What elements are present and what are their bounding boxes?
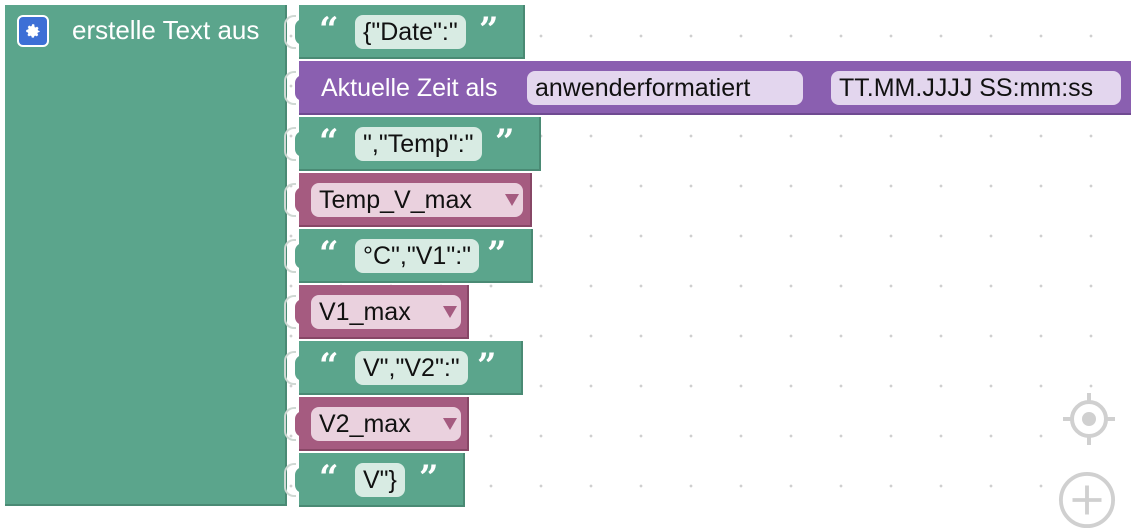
quote-open-icon: “: [319, 234, 339, 274]
dropdown-arrow-icon: [443, 306, 457, 318]
format-field[interactable]: TT.MM.JJJJ SS:mm:ss: [831, 71, 1121, 105]
zoom-in-icon[interactable]: [1058, 471, 1116, 529]
quote-close-icon: ”: [495, 122, 515, 162]
dropdown-arrow-icon: [505, 194, 519, 206]
text-field[interactable]: °C","V1":": [355, 239, 480, 273]
quote-open-icon: “: [319, 10, 339, 50]
text-block[interactable]: “ ","Temp":" ”: [295, 117, 541, 171]
input-notch: [284, 15, 296, 49]
input-notch: [284, 127, 296, 161]
variable-block[interactable]: Temp_V_max: [295, 173, 532, 227]
gear-icon[interactable]: [17, 15, 49, 47]
text-block[interactable]: “ °C","V1":" ”: [295, 229, 533, 283]
text-block[interactable]: “ {"Date":" ”: [295, 5, 525, 59]
format-dropdown[interactable]: anwenderformatiert: [527, 71, 803, 105]
variable-dropdown[interactable]: Temp_V_max: [311, 183, 523, 217]
quote-close-icon: ”: [477, 346, 497, 386]
variable-block[interactable]: V2_max: [295, 397, 469, 451]
variable-dropdown[interactable]: V1_max: [311, 295, 461, 329]
create-text-block[interactable]: [5, 5, 287, 506]
quote-close-icon: ”: [419, 458, 439, 498]
quote-close-icon: ”: [487, 234, 507, 274]
input-notch: [284, 239, 296, 273]
block-title: erstelle Text aus: [72, 15, 260, 45]
dropdown-arrow-icon: [443, 418, 457, 430]
quote-close-icon: ”: [479, 10, 499, 50]
variable-dropdown[interactable]: V2_max: [311, 407, 461, 441]
text-field[interactable]: ","Temp":": [355, 127, 482, 161]
variable-block[interactable]: V1_max: [295, 285, 469, 339]
quote-open-icon: “: [319, 458, 339, 498]
text-field[interactable]: V"}: [355, 463, 405, 497]
current-time-block[interactable]: Aktuelle Zeit als anwenderformatiert TT.…: [295, 61, 1131, 115]
input-notch: [284, 71, 296, 105]
text-field[interactable]: {"Date":": [355, 15, 466, 49]
current-time-label: Aktuelle Zeit als: [321, 74, 498, 102]
input-notch: [284, 463, 296, 497]
input-notch: [284, 295, 296, 329]
center-icon[interactable]: [1060, 390, 1118, 448]
quote-open-icon: “: [319, 346, 339, 386]
text-field[interactable]: V","V2":": [355, 351, 468, 385]
quote-open-icon: “: [319, 122, 339, 162]
input-notch: [284, 351, 296, 385]
input-notch: [284, 183, 296, 217]
text-block[interactable]: “ V"} ”: [295, 453, 465, 507]
input-notch: [284, 407, 296, 441]
text-block[interactable]: “ V","V2":" ”: [295, 341, 523, 395]
